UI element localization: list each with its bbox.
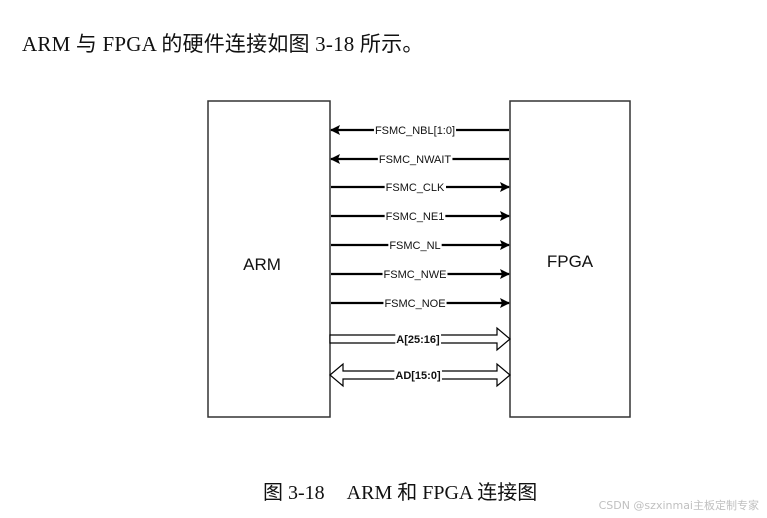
watermark: CSDN @szxinmai主板定制专家 [598, 499, 759, 512]
label-background [384, 182, 446, 194]
label-background [388, 240, 442, 252]
label-background [373, 125, 457, 137]
signal-label: FSMC_NOE [384, 298, 445, 310]
label-background [395, 334, 442, 346]
fpga-label: FPGA [547, 252, 594, 271]
signal-label: FSMC_NBL[1:0] [375, 125, 455, 137]
signals-layer: FSMC_NBL[1:0] FSMC_NWAIT FSMC_CLK FSMC_NE1F… [329, 125, 511, 388]
arm-label: ARM [243, 255, 281, 274]
signal-a-25-16: A[25:16] [329, 326, 511, 352]
label-background [383, 298, 447, 310]
signal-fsmc-nl: FSMC_NL [331, 240, 510, 252]
signal-fsmc-nwe: FSMC_NWE [331, 269, 510, 281]
arm-block: ARM [207, 100, 331, 418]
signal-fsmc-clk: FSMC_CLK [331, 182, 510, 194]
signal-fsmc-nwait: FSMC_NWAIT [330, 154, 509, 166]
intro-paragraph: ARM 与 FPGA 的硬件连接如图 3-18 所示。 [22, 32, 424, 56]
signal-label: A[25:16] [396, 334, 440, 346]
signal-label: FSMC_NE1 [386, 211, 445, 223]
figure-caption: 图 3-18 ARM 和 FPGA 连接图 [263, 476, 537, 505]
signal-fsmc-ne1: FSMC_NE1 [331, 211, 510, 223]
signal-label: FSMC_NL [389, 240, 440, 252]
label-background [382, 269, 448, 281]
signal-fsmc-noe: FSMC_NOE [331, 298, 510, 310]
figure-title: ARM 和 FPGA 连接图 [346, 482, 538, 504]
label-background [394, 370, 442, 382]
signal-label: AD[15:0] [395, 370, 441, 382]
signal-label: FSMC_NWAIT [379, 154, 452, 166]
label-background [377, 154, 453, 166]
signal-ad-15-0: AD[15:0] [329, 362, 511, 388]
signal-label: FSMC_CLK [386, 182, 445, 194]
label-background [384, 211, 446, 223]
figure-number: 图 3-18 [263, 482, 325, 504]
fpga-block: FPGA [509, 100, 631, 418]
signal-label: FSMC_NWE [384, 269, 447, 281]
signal-fsmc-nbl-1-0: FSMC_NBL[1:0] [330, 125, 509, 137]
